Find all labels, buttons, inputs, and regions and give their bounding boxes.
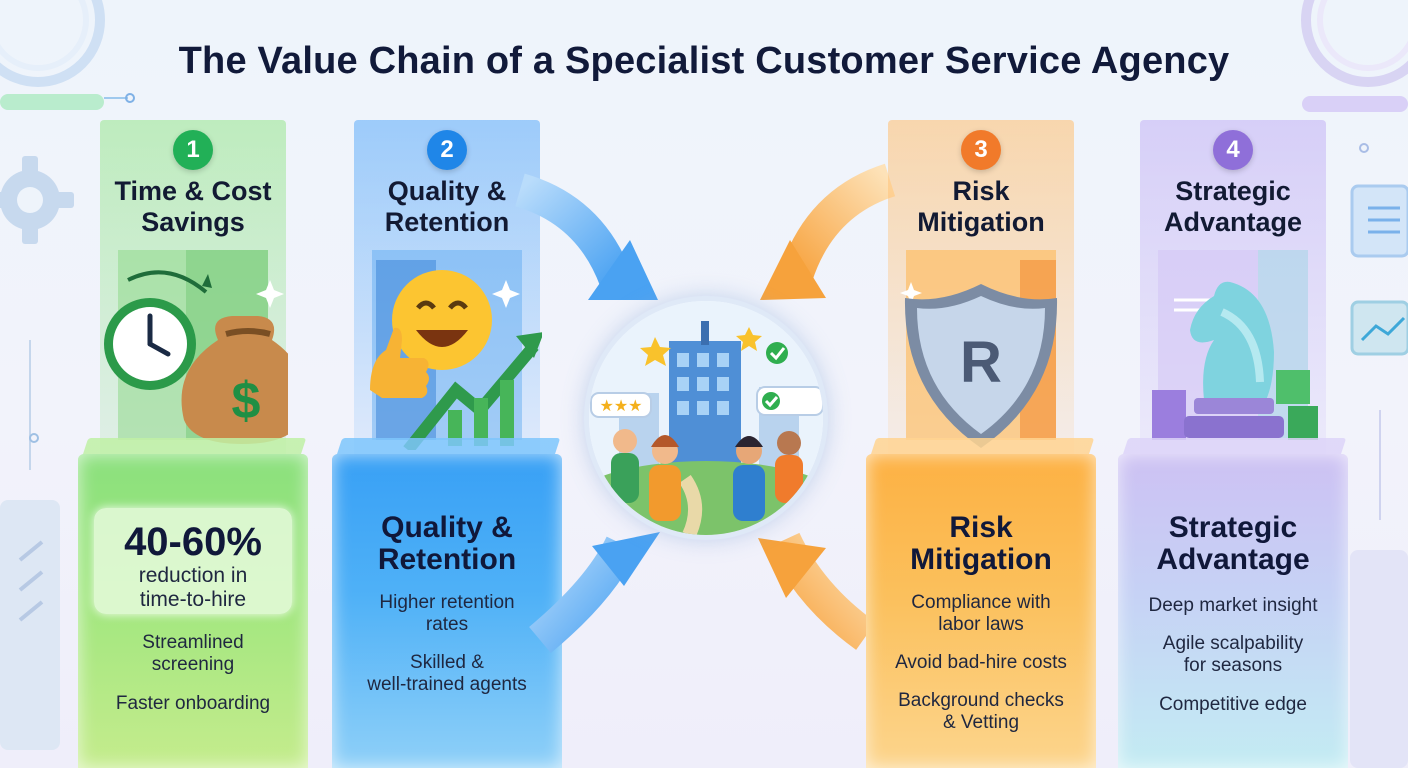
smiley-growth-icon xyxy=(370,250,542,450)
benefit-item: Streamlined screening xyxy=(142,632,244,675)
column-strategic-advantage: 4 Strategic Advantage Strategic Advantag… xyxy=(1118,120,1348,768)
shield-icon: R xyxy=(900,250,1058,448)
benefit-item: Deep market insight xyxy=(1148,595,1318,616)
step-badge: 1 xyxy=(173,130,213,170)
benefit-item: Avoid bad-hire costs xyxy=(895,652,1067,673)
benefit-item: Background checks & Vetting xyxy=(898,690,1064,733)
step-badge: 2 xyxy=(427,130,467,170)
column-heading: Strategic Advantage xyxy=(1163,176,1303,237)
benefit-item: Compliance with labor laws xyxy=(911,592,1051,635)
agency-team-icon: ★★★ xyxy=(589,301,823,535)
column-heading: Risk Mitigation xyxy=(917,176,1045,237)
panel-title: Strategic Advantage xyxy=(1156,511,1310,576)
benefit-item: Faster onboarding xyxy=(115,693,271,714)
column-panel xyxy=(332,454,562,768)
step-badge: 4 xyxy=(1213,130,1253,170)
column-panel xyxy=(866,454,1096,768)
column-risk-mitigation: 3 Risk Mitigation R Risk Mitigation Comp… xyxy=(866,120,1096,768)
stat-description: reduction in time-to-hire xyxy=(138,564,248,611)
column-heading: Time & Cost Savings xyxy=(114,176,272,237)
shield-letter: R xyxy=(960,330,1002,395)
panel-title: Risk Mitigation xyxy=(910,511,1052,576)
chess-knight-icon xyxy=(1152,250,1318,440)
benefit-item: Agile scalpability for seasons xyxy=(1162,633,1304,676)
stat-value: 40-60% xyxy=(124,520,262,564)
column-panel xyxy=(1118,454,1348,768)
benefit-item: Higher retention rates xyxy=(379,592,515,635)
stat-box xyxy=(94,508,292,614)
column-heading: Quality & Retention xyxy=(384,176,510,237)
step-badge: 3 xyxy=(961,130,1001,170)
panel-title: Quality & Retention xyxy=(377,511,517,576)
clock-money-bag-icon: $ xyxy=(104,250,288,444)
svg-text:$: $ xyxy=(232,372,261,430)
page-title: The Value Chain of a Specialist Customer… xyxy=(178,40,1230,82)
review-stars: ★★★ xyxy=(599,396,642,415)
agency-hub: ★★★ xyxy=(584,296,828,540)
benefit-item: Skilled & well-trained agents xyxy=(367,652,527,695)
column-quality-retention: 2 Quality & Retention Quality & Retentio… xyxy=(332,120,562,768)
column-time-cost-savings: 1 Time & Cost Savings $ 40-60% reduction… xyxy=(78,120,308,768)
benefit-item: Competitive edge xyxy=(1159,694,1307,715)
